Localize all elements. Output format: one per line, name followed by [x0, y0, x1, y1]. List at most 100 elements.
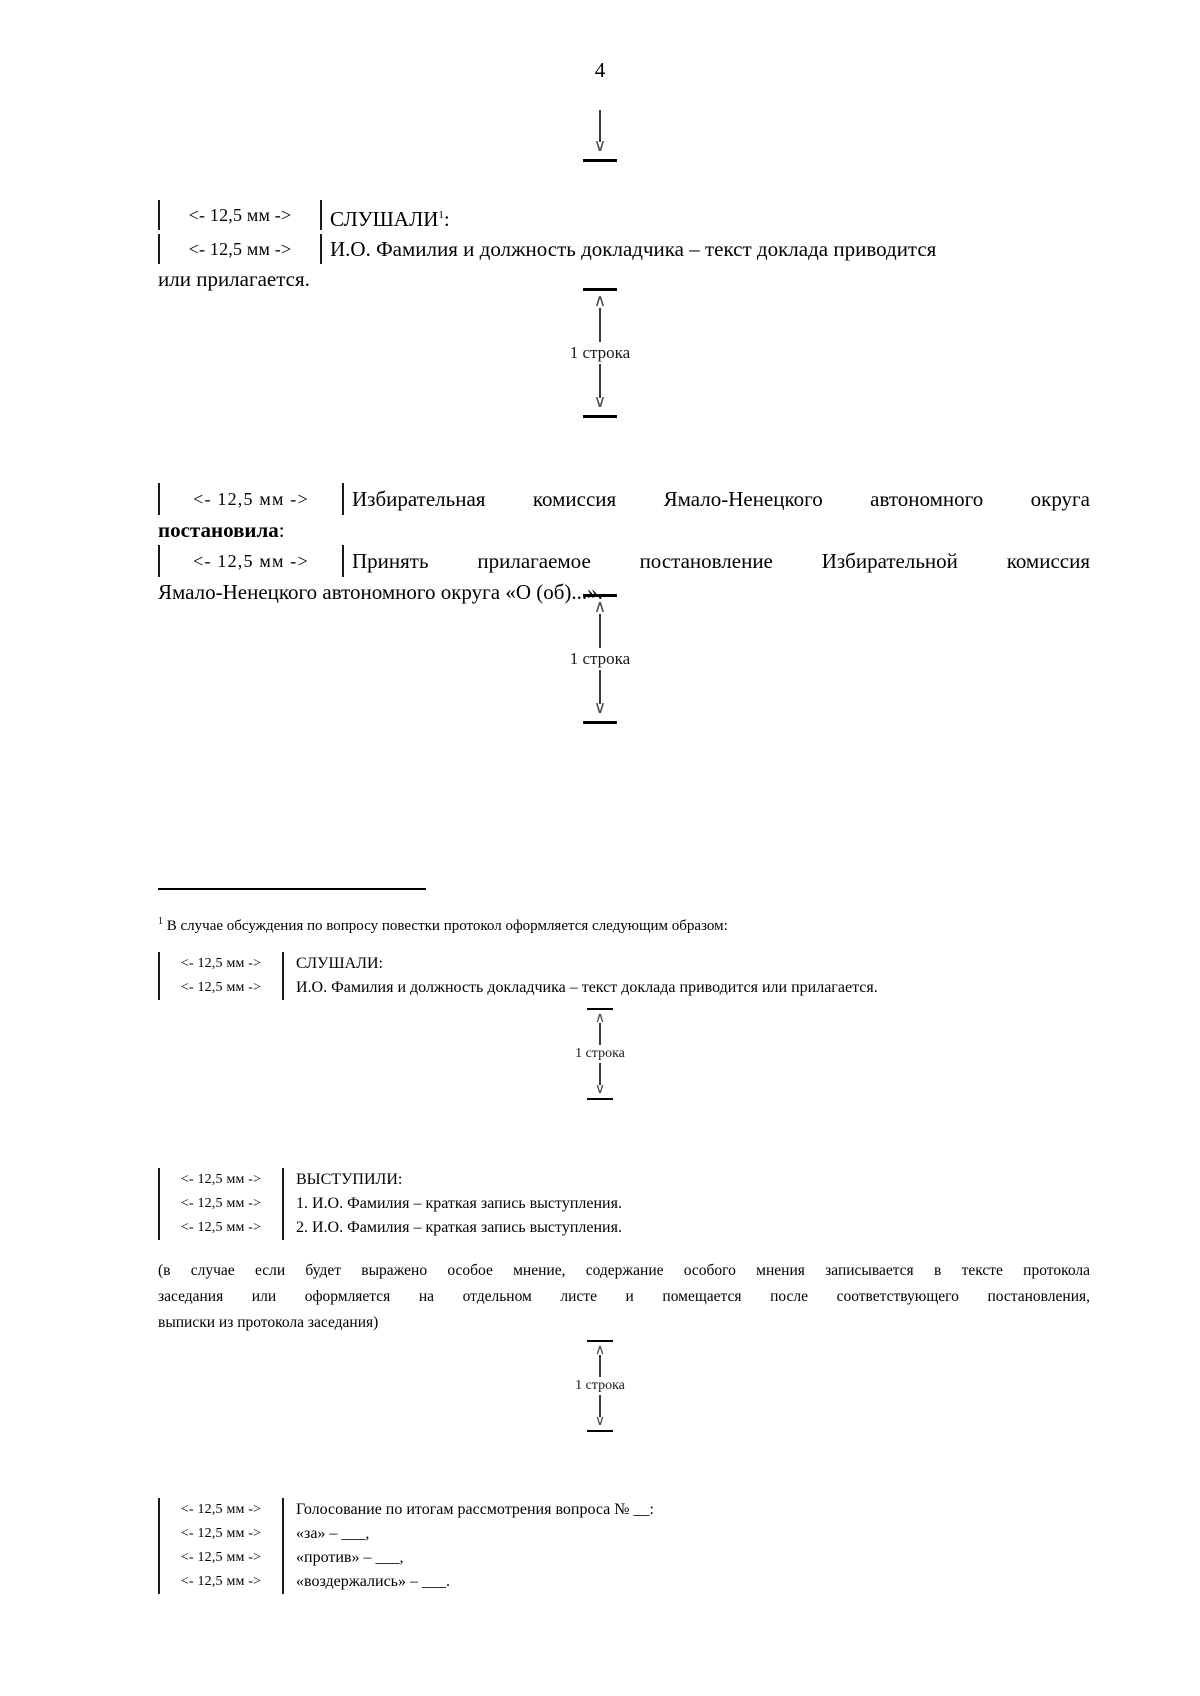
arrow-stem	[599, 1023, 601, 1045]
page-number: 4	[594, 58, 606, 82]
arrow-stem	[599, 614, 601, 648]
row-text: СЛУШАЛИ:	[296, 955, 383, 972]
arrow-stem	[599, 1395, 601, 1417]
row-text: «против» – ___,	[296, 1549, 404, 1566]
measure-row: <- 12,5 мм -> СЛУШАЛИ:	[0, 952, 1200, 976]
measure-tick: <- 12,5 мм ->	[158, 1522, 284, 1546]
arrow-end-bar	[587, 1430, 613, 1432]
arrow-end-bar	[583, 159, 617, 162]
arrow-end-bar	[587, 1098, 613, 1100]
measure-row: <- 12,5 мм -> 1. И.О. Фамилия – краткая …	[0, 1192, 1200, 1216]
note-line: (в случае если будет выражено особое мне…	[158, 1262, 1090, 1279]
paragraph-continuation: или прилагается.	[158, 267, 310, 291]
measure-tick: <- 12,5 мм ->	[158, 1168, 284, 1192]
measure-row: <- 12,5 мм -> 2. И.О. Фамилия – краткая …	[0, 1216, 1200, 1240]
measure-row: <- 12,5 мм -> Принять прилагаемое постан…	[0, 545, 1200, 577]
row-text: И.О. Фамилия и должность докладчика – те…	[296, 979, 878, 996]
row-text: 1. И.О. Фамилия – краткая запись выступл…	[296, 1195, 622, 1212]
arrow-head-down-icon	[594, 398, 606, 409]
measure-label: <- 12,5 мм ->	[180, 1172, 262, 1187]
postanovila-suffix: :	[278, 518, 285, 542]
row-text: «за» – ___,	[296, 1525, 370, 1542]
measure-label: <- 12,5 мм ->	[193, 550, 309, 571]
measure-row: <- 12,5 мм -> «за» – ___,	[0, 1522, 1200, 1546]
footnote-block-vystupili: <- 12,5 мм -> ВЫСТУПИЛИ: <- 12,5 мм -> 1…	[0, 1168, 1200, 1240]
footnote-note-paragraph-block: (в случае если будет выражено особое мне…	[0, 1258, 1200, 1336]
arrow-head-up-icon	[594, 297, 606, 308]
spacer-label: 1 строка	[569, 343, 631, 362]
measure-label: <- 12,5 мм ->	[188, 239, 292, 259]
paragraph-continuation: постановила:	[0, 515, 1200, 545]
measure-label: <- 12,5 мм ->	[180, 1196, 262, 1211]
paragraph-continuation: Ямало-Ненецкого автономного округа «О (о…	[158, 580, 603, 604]
measure-tick: <- 12,5 мм ->	[158, 1570, 284, 1594]
row-text: «воздержались» – ___.	[296, 1573, 450, 1590]
row-text: И.О. Фамилия и должность докладчика – те…	[330, 237, 937, 261]
slushali-suffix: :	[443, 207, 450, 231]
measure-row: <- 12,5 мм -> Голосование по итогам расс…	[0, 1498, 1200, 1522]
measure-row: <- 12,5 мм -> ВЫСТУПИЛИ:	[0, 1168, 1200, 1192]
footnote-block-golosovanie: <- 12,5 мм -> Голосование по итогам расс…	[0, 1498, 1200, 1594]
arrow-start-bar	[583, 288, 617, 291]
measure-label: <- 12,5 мм ->	[180, 1526, 262, 1541]
measure-label: <- 12,5 мм ->	[180, 1550, 262, 1565]
arrow-start-bar	[583, 594, 617, 597]
measure-label: <- 12,5 мм ->	[180, 1502, 262, 1517]
footnote-marker: 1	[158, 916, 163, 927]
measure-tick: <- 12,5 мм ->	[158, 1192, 284, 1216]
postanovila-bold: постановила	[158, 518, 279, 542]
measure-label: <- 12,5 мм ->	[180, 1220, 262, 1235]
note-line: заседания или оформляется на отдельном л…	[158, 1288, 1090, 1305]
arrow-head-down-icon	[594, 704, 606, 715]
arrow-head-up-icon	[595, 1346, 605, 1355]
footnote-intro: 1 В случае обсуждения по вопросу повестк…	[0, 910, 1200, 938]
row-text: ВЫСТУПИЛИ:	[296, 1171, 403, 1188]
footnote-block-slushali: <- 12,5 мм -> СЛУШАЛИ: <- 12,5 мм -> И.О…	[0, 952, 1200, 1000]
spacer-arrow-top	[0, 110, 1200, 162]
measure-tick: <- 12,5 мм ->	[158, 200, 322, 230]
arrow-head-down-icon	[595, 1085, 605, 1094]
measure-tick: <- 12,5 мм ->	[158, 976, 284, 1000]
arrow-stem	[599, 308, 601, 342]
measure-tick: <- 12,5 мм ->	[158, 483, 344, 515]
row-text: Принять прилагаемое постановление Избира…	[352, 549, 1090, 573]
arrow-stem	[599, 670, 601, 704]
measure-row: <- 12,5 мм -> «против» – ___,	[0, 1546, 1200, 1570]
main-block-slushali: <- 12,5 мм -> СЛУШАЛИ1: <- 12,5 мм -> И.…	[0, 200, 1200, 294]
measure-label: <- 12,5 мм ->	[193, 488, 309, 509]
measure-tick: <- 12,5 мм ->	[158, 234, 322, 264]
arrow-stem	[599, 364, 601, 398]
spacer-arrow-one-line-2: 1 строка	[0, 594, 1200, 724]
spacer-arrow-one-line-1: 1 строка	[0, 288, 1200, 418]
footnote-intro-text: В случае обсуждения по вопросу повестки …	[166, 918, 728, 934]
measure-label: <- 12,5 мм ->	[180, 980, 262, 995]
row-text: Голосование по итогам рассмотрения вопро…	[296, 1501, 654, 1518]
measure-label: <- 12,5 мм ->	[180, 1574, 262, 1589]
measure-tick: <- 12,5 мм ->	[158, 1546, 284, 1570]
row-text: СЛУШАЛИ1:	[322, 200, 1200, 234]
spacer-label: 1 строка	[575, 1378, 625, 1393]
spacer-label: 1 строка	[575, 1046, 625, 1061]
spacer-arrow-footnote-2: 1 строка	[0, 1340, 1200, 1432]
spacer-label: 1 строка	[569, 649, 631, 668]
measure-label: <- 12,5 мм ->	[180, 956, 262, 971]
footnote-intro-block: 1 В случае обсуждения по вопросу повестк…	[0, 910, 1200, 938]
arrow-stem	[599, 1355, 601, 1377]
arrow-head-down-icon	[594, 142, 606, 153]
measure-tick: <- 12,5 мм ->	[158, 1216, 284, 1240]
arrow-head-down-icon	[595, 1417, 605, 1426]
row-text: Избирательная комиссия Ямало-Ненецкого а…	[352, 487, 1090, 511]
measure-row: <- 12,5 мм -> «воздержались» – ___.	[0, 1570, 1200, 1594]
arrow-head-up-icon	[595, 1014, 605, 1023]
note-line: выписки из протокола заседания)	[158, 1314, 379, 1331]
arrow-stem	[599, 110, 601, 142]
row-text: 2. И.О. Фамилия – краткая запись выступл…	[296, 1219, 622, 1236]
measure-label: <- 12,5 мм ->	[188, 205, 292, 225]
arrow-end-bar	[583, 721, 617, 724]
measure-row: <- 12,5 мм -> Избирательная комиссия Яма…	[0, 483, 1200, 515]
measure-tick: <- 12,5 мм ->	[158, 545, 344, 577]
footnote-note-paragraph: (в случае если будет выражено особое мне…	[0, 1258, 1200, 1336]
arrow-stem	[599, 1063, 601, 1085]
arrow-end-bar	[583, 415, 617, 418]
footnote-separator	[158, 888, 426, 890]
